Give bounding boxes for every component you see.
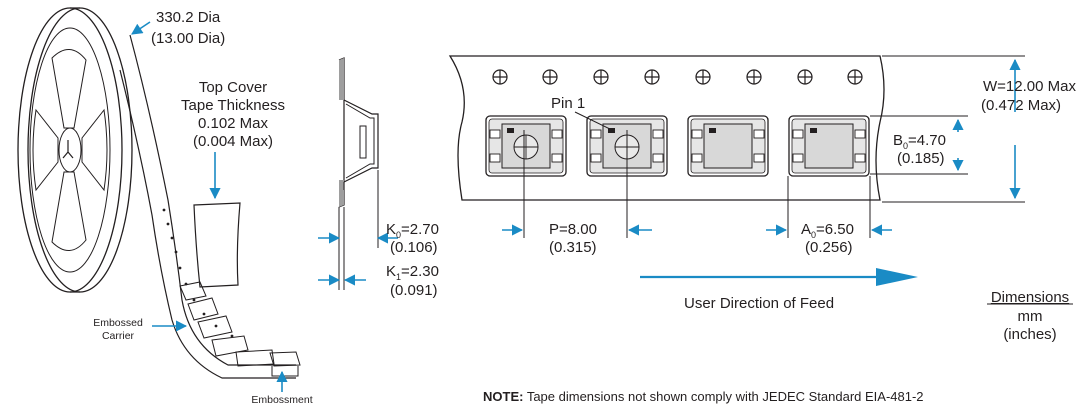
component-pockets (485, 115, 870, 177)
pin1-label: Pin 1 (551, 95, 585, 112)
b0-value: B0=4.70 (893, 132, 946, 151)
units-inches: (inches) (1003, 326, 1056, 343)
jedec-note: NOTE: Tape dimensions not shown comply w… (483, 389, 924, 404)
k0-value: K0=2.70 (386, 221, 439, 240)
pitch-inches: (0.315) (549, 239, 597, 256)
sprocket-hole (644, 69, 660, 85)
embossed-carrier-label-1: Embossed (93, 317, 143, 329)
cover-tape-value: 0.102 Max (198, 115, 269, 132)
k0-inches: (0.106) (390, 239, 438, 256)
sprocket-hole (542, 69, 558, 85)
embossed-carrier-label-2: Carrier (102, 330, 135, 342)
b0-inches: (0.185) (897, 150, 945, 167)
cover-tape-value-inches: (0.004 Max) (193, 133, 273, 150)
sprocket-hole (593, 69, 609, 85)
tape-cross-section (338, 57, 379, 290)
embossment-label: Embossment (251, 394, 312, 406)
cover-tape-label-1: Top Cover (199, 79, 267, 96)
reel (17, 7, 301, 379)
reel-diameter: 330.2 Dia (156, 9, 221, 26)
sprocket-hole (797, 69, 813, 85)
sprocket-hole (492, 69, 508, 85)
component-pocket (485, 115, 567, 177)
component-pocket (687, 115, 769, 177)
sprocket-hole (847, 69, 863, 85)
a0-value: A0=6.50 (801, 221, 854, 240)
pitch-value: P=8.00 (549, 221, 597, 238)
tape-width-inches: (0.472 Max) (981, 97, 1061, 114)
feed-direction-label: User Direction of Feed (684, 295, 834, 312)
k1-inches: (0.091) (390, 282, 438, 299)
a0-inches: (0.256) (805, 239, 853, 256)
feed-direction-arrow (876, 268, 918, 286)
component-pocket (788, 115, 870, 177)
sprocket-hole (746, 69, 762, 85)
dimensions-heading: Dimensions (991, 289, 1069, 306)
sprocket-holes (492, 69, 863, 85)
tape-width-value: W=12.00 Max (983, 78, 1076, 95)
units-mm: mm (1018, 308, 1043, 325)
cover-tape-label-2: Tape Thickness (181, 97, 285, 114)
reel-diameter-inches: (13.00 Dia) (151, 30, 225, 47)
carrier-tape-strip (448, 55, 885, 201)
sprocket-hole (695, 69, 711, 85)
k1-value: K1=2.30 (386, 263, 439, 282)
